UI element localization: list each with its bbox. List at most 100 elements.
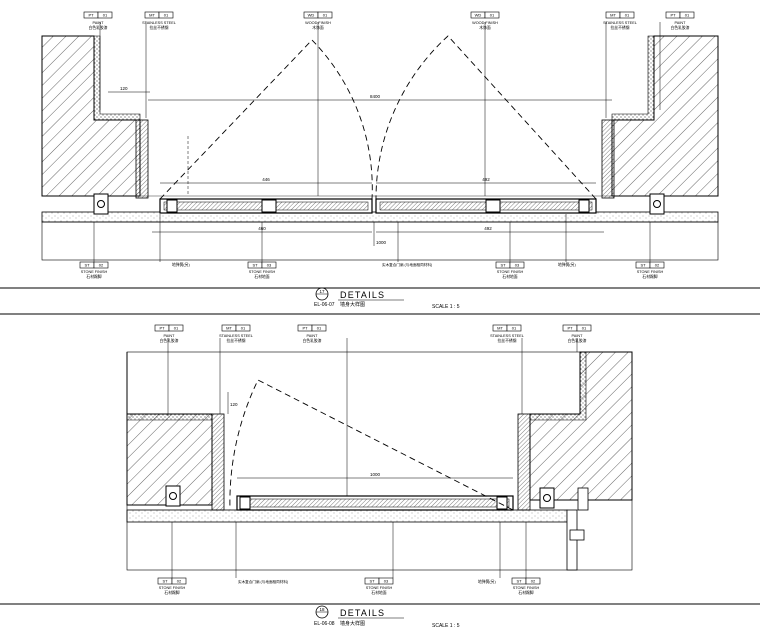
svg-text:PAINT: PAINT (675, 21, 687, 25)
tag-top-17-2: WD 01 WOOD FINISH 木饰面 (303, 11, 333, 30)
left-jamb-18 (211, 413, 225, 511)
left-plaster-17 (93, 35, 141, 121)
tag-bottom-17-2: ST 03 STONE FINISH 石材地面 (495, 261, 525, 279)
svg-text:02: 02 (655, 263, 660, 268)
dim-return-18: 120 (230, 402, 238, 407)
svg-text:STONE FINISH: STONE FINISH (366, 586, 393, 590)
swing-arc-right-17 (375, 35, 597, 200)
detail-title-17: DETAILS (340, 290, 385, 300)
detail-ref-17: EL-06-07 (314, 302, 335, 308)
tag-top-17-5: PT 01 PAINT 白色乳胶漆 (665, 11, 695, 30)
dim-bottom-right-17: 492 (484, 226, 492, 231)
svg-text:石材踢脚: 石材踢脚 (642, 274, 657, 279)
svg-text:PAINT: PAINT (93, 21, 105, 25)
tag-top-17-3: WD 01 WOOD FINISH 木饰面 (470, 11, 500, 30)
svg-text:STONE FINISH: STONE FINISH (497, 270, 524, 274)
svg-text:ST: ST (369, 579, 375, 584)
svg-text:石材地面: 石材地面 (371, 590, 386, 595)
detail-ref-name-17: 墙身大样图 (340, 301, 365, 308)
dim-right-leaf-17: 492 (482, 177, 490, 182)
svg-text:石材踢脚: 石材踢脚 (164, 590, 179, 595)
tag-top-17-1: MT 01 STAINLESS STEEL 拉丝不锈钢 (142, 11, 176, 30)
svg-text:白色乳胶漆: 白色乳胶漆 (160, 338, 179, 343)
tag-top-18-1: MT 01 STAINLESS STEEL 拉丝不锈钢 (219, 324, 253, 343)
svg-text:木饰面: 木饰面 (479, 25, 491, 30)
note-17-0: 地弹簧(另) (172, 262, 190, 267)
svg-text:01: 01 (164, 13, 169, 18)
tag-bottom-18-1: ST 03 STONE FINISH 石材地面 (364, 577, 394, 595)
svg-text:ST: ST (162, 579, 168, 584)
svg-text:01: 01 (323, 13, 328, 18)
svg-text:STONE FINISH: STONE FINISH (637, 270, 664, 274)
detail-number-18: 18 (319, 607, 325, 612)
svg-text:STONE FINISH: STONE FINISH (81, 270, 108, 274)
left-jamb-17 (135, 119, 149, 199)
svg-text:01: 01 (174, 326, 179, 331)
detail-number-17: 17 (319, 289, 325, 294)
svg-text:ST: ST (500, 263, 506, 268)
svg-text:PT: PT (670, 13, 676, 18)
svg-text:MT: MT (226, 326, 232, 331)
right-jamb-18 (517, 413, 531, 511)
svg-text:STAINLESS STEEL: STAINLESS STEEL (219, 334, 253, 338)
svg-text:STAINLESS STEEL: STAINLESS STEEL (490, 334, 524, 338)
floor-slab-18 (126, 509, 568, 523)
svg-text:STONE FINISH: STONE FINISH (249, 270, 276, 274)
svg-text:PAINT: PAINT (307, 334, 319, 338)
svg-text:WOOD FINISH: WOOD FINISH (305, 21, 331, 25)
detail-ref-18: EL-06-08 (314, 621, 335, 627)
tag-top-17-4: MT 01 STAINLESS STEEL 拉丝不锈钢 (603, 11, 637, 30)
svg-text:01: 01 (582, 326, 587, 331)
right-plaster-17 (611, 35, 655, 121)
svg-text:WD: WD (308, 13, 315, 18)
svg-text:PT: PT (567, 326, 573, 331)
note-17-2: 地弹簧(另) (558, 262, 576, 267)
svg-text:01: 01 (490, 13, 495, 18)
svg-text:ST: ST (252, 263, 258, 268)
svg-text:03: 03 (267, 263, 272, 268)
swing-arc-left-17 (159, 39, 373, 200)
detail-title-18: DETAILS (340, 608, 385, 618)
tag-bottom-17-3: ST 02 STONE FINISH 石材踢脚 (635, 261, 665, 279)
svg-text:白色乳胶漆: 白色乳胶漆 (568, 338, 587, 343)
svg-text:石材踢脚: 石材踢脚 (518, 590, 533, 595)
svg-text:PAINT: PAINT (572, 334, 584, 338)
svg-text:01: 01 (103, 13, 108, 18)
svg-text:01: 01 (512, 326, 517, 331)
svg-text:PAINT: PAINT (164, 334, 176, 338)
detail-17: 8400 120 446 492 460 492 1000 (0, 11, 760, 315)
svg-text:MT: MT (610, 13, 616, 18)
svg-text:白色乳胶漆: 白色乳胶漆 (303, 338, 322, 343)
dim-leaf-18: 1000 (370, 472, 381, 477)
svg-text:ST: ST (84, 263, 90, 268)
svg-text:01: 01 (317, 326, 322, 331)
detail-scale-18: SCALE 1 : 5 (432, 623, 460, 629)
svg-text:白色乳胶漆: 白色乳胶漆 (89, 25, 108, 30)
note-18-0: 实木复合门扇 (与地面相同材料) (238, 579, 288, 584)
tag-bottom-18-2: ST 02 STONE FINISH 石材踢脚 (511, 577, 541, 595)
svg-text:石材踢脚: 石材踢脚 (86, 274, 101, 279)
svg-text:PT: PT (88, 13, 94, 18)
svg-text:03: 03 (384, 579, 389, 584)
svg-text:STONE FINISH: STONE FINISH (159, 586, 186, 590)
svg-text:02: 02 (177, 579, 182, 584)
svg-text:03: 03 (515, 263, 520, 268)
dim-return-17: 120 (120, 86, 128, 91)
detail-scale-17: SCALE 1 : 5 (432, 304, 460, 310)
right-jamb-17 (601, 119, 615, 199)
svg-text:02: 02 (99, 263, 104, 268)
svg-text:ST: ST (516, 579, 522, 584)
svg-text:MT: MT (149, 13, 155, 18)
svg-text:STAINLESS STEEL: STAINLESS STEEL (142, 21, 176, 25)
svg-text:拉丝不锈钢: 拉丝不锈钢 (227, 338, 246, 343)
svg-text:石材地面: 石材地面 (502, 274, 517, 279)
tag-top-18-2: PT 01 PAINT 白色乳胶漆 (297, 324, 327, 343)
tag-top-18-4: PT 01 PAINT 白色乳胶漆 (562, 324, 592, 343)
svg-text:ST: ST (640, 263, 646, 268)
dim-vertical-17: 1000 (376, 240, 387, 245)
svg-text:拉丝不锈钢: 拉丝不锈钢 (150, 25, 169, 30)
tag-top-18-3: MT 01 STAINLESS STEEL 拉丝不锈钢 (490, 324, 524, 343)
svg-text:石材地面: 石材地面 (254, 274, 269, 279)
svg-text:白色乳胶漆: 白色乳胶漆 (671, 25, 690, 30)
